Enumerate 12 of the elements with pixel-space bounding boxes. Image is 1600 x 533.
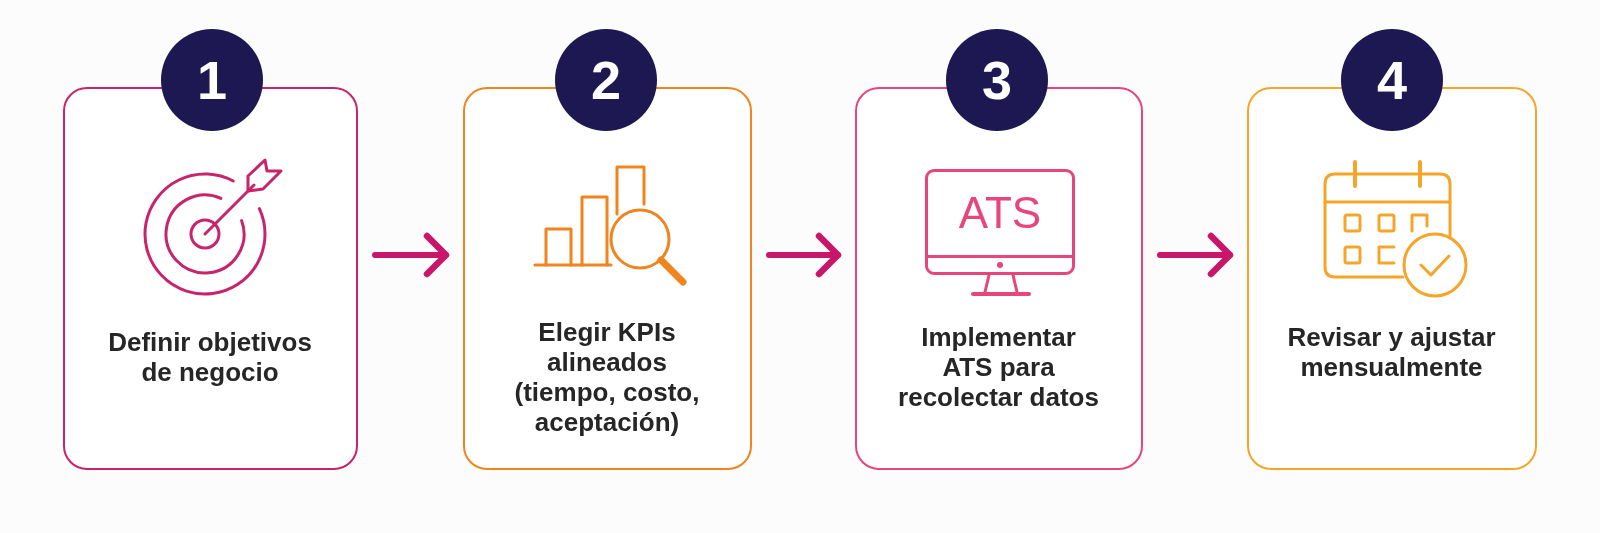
step-text: Definir objetivos de negocio <box>107 327 313 387</box>
step-text: Elegir KPIs alineados (tiempo, costo, aceptación) <box>513 317 701 437</box>
step-text: Revisar y ajustar mensualmente <box>1286 322 1497 382</box>
monitor-screen: ATS <box>925 169 1075 275</box>
step-number-badge: 2 <box>555 29 657 131</box>
arrow <box>1157 232 1234 278</box>
step-text: Implementar ATS para recolectar datos <box>897 322 1100 412</box>
step-number-badge: 1 <box>161 29 263 131</box>
arrow <box>766 232 842 278</box>
step-number-badge: 4 <box>1341 29 1443 131</box>
arrow <box>372 232 450 278</box>
step-number-badge: 3 <box>946 29 1048 131</box>
